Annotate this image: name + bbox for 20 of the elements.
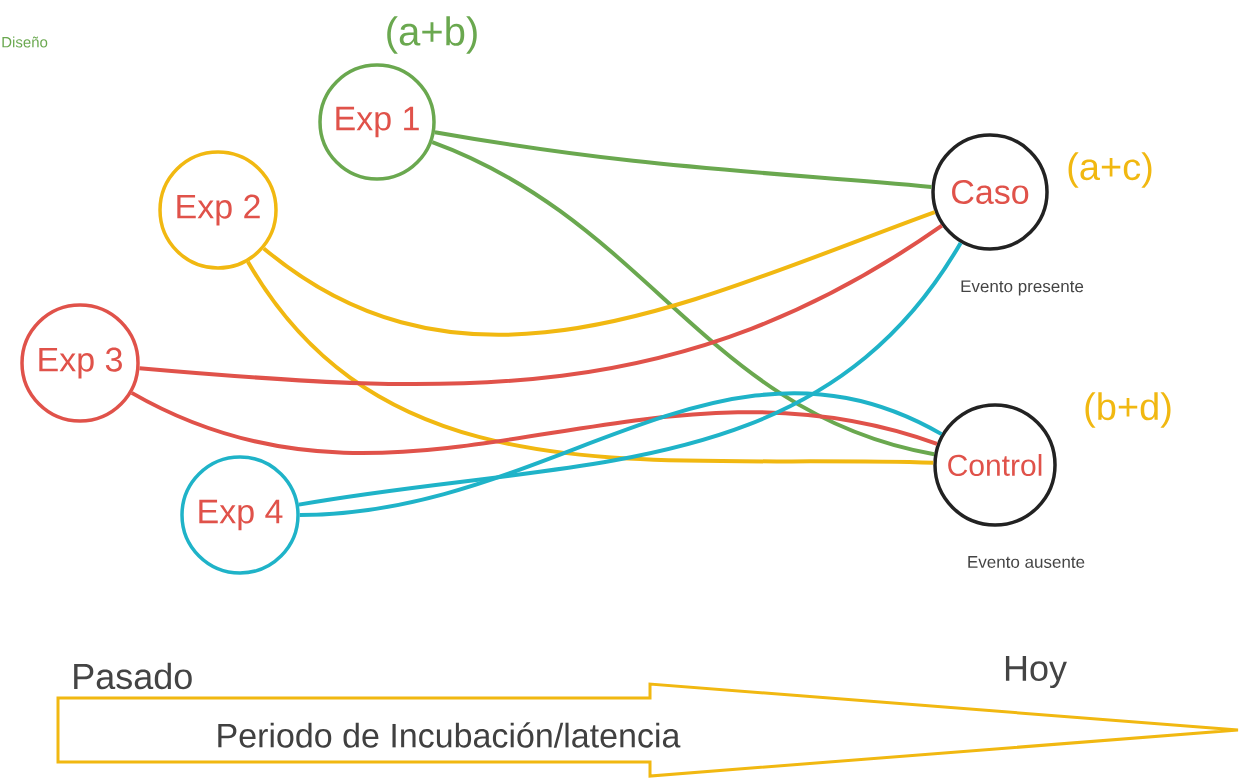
connector-line	[434, 130, 932, 189]
circle-node: Caso	[931, 133, 1049, 251]
circle-node: Exp 2	[158, 150, 278, 270]
connector-line	[139, 224, 943, 387]
circle-node: Control	[933, 403, 1057, 527]
ratio-label: (a+b)	[387, 16, 477, 54]
caption-text: Evento ausente	[968, 556, 1085, 568]
caption-text: Evento presente	[961, 280, 1084, 296]
connector-line	[246, 260, 934, 465]
connector-line	[299, 391, 943, 517]
connector-line	[431, 140, 935, 457]
connector-line	[298, 241, 963, 507]
connector-line	[262, 210, 936, 336]
connector-line	[130, 391, 938, 455]
circle-node: Exp 3	[20, 303, 140, 423]
ratio-label: (b+d)	[1085, 392, 1171, 428]
circle-node: Exp 4	[180, 455, 300, 575]
circle-node: Exp 1	[318, 63, 436, 181]
ratio-label: (a+c)	[1068, 152, 1152, 188]
heading-text: Diseño	[2, 36, 48, 48]
